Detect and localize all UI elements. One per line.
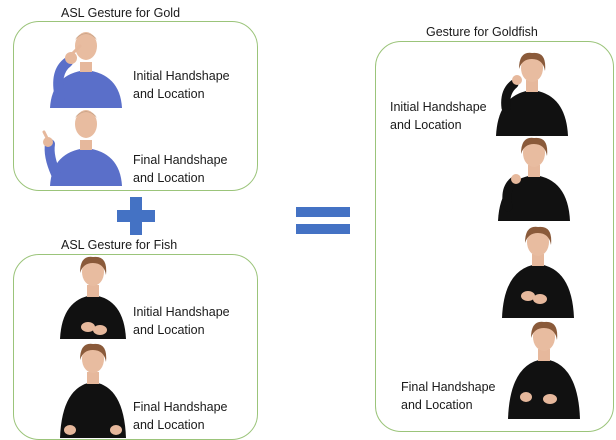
goldfish-initial-label-2: and Location [390, 118, 462, 132]
fish-title: ASL Gesture for Fish [61, 238, 178, 252]
fish-final-signer [60, 343, 126, 438]
goldfish-final-label-1: Final Handshape [401, 380, 496, 394]
goldfish-title: Gesture for Goldfish [426, 25, 538, 39]
gold-initial-label-1: Initial Handshape [133, 69, 230, 83]
fish-initial-label-2: and Location [133, 323, 205, 337]
goldfish-signer-4 [508, 321, 580, 419]
goldfish-signer-1 [496, 52, 568, 136]
goldfish-signer-3 [502, 226, 574, 318]
fish-initial-signer [60, 256, 126, 339]
goldfish-final-label-2: and Location [401, 398, 473, 412]
gold-initial-label-2: and Location [133, 87, 205, 101]
fish-final-label-1: Final Handshape [133, 400, 228, 414]
plus-icon [117, 197, 155, 235]
fish-final-label-2: and Location [133, 418, 205, 432]
gold-title: ASL Gesture for Gold [61, 6, 181, 20]
gold-initial-signer [50, 32, 122, 108]
gold-final-signer [42, 110, 122, 186]
goldfish-signer-2 [498, 137, 570, 221]
goldfish-initial-label-1: Initial Handshape [390, 100, 487, 114]
goldfish-box [375, 41, 614, 432]
gold-final-label-1: Final Handshape [133, 153, 228, 167]
gold-final-label-2: and Location [133, 171, 205, 185]
fish-initial-label-1: Initial Handshape [133, 305, 230, 319]
equals-icon [296, 207, 350, 234]
gold-box [13, 21, 258, 191]
